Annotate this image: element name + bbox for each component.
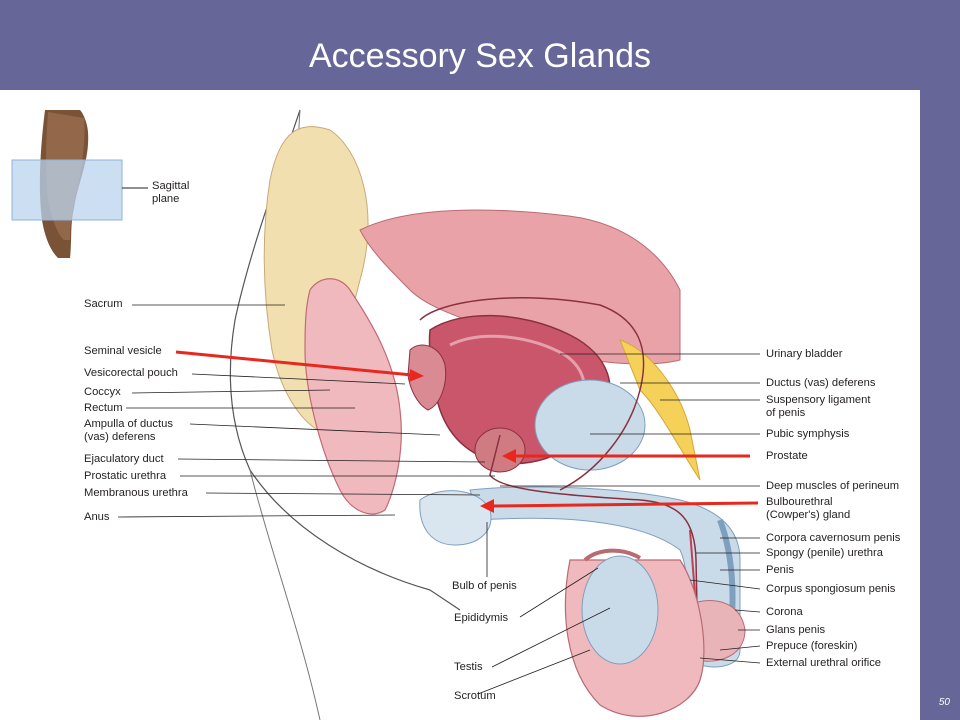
rectum-shape [304,278,402,515]
penis-shaft-shape [469,486,741,668]
label-external-urethral-orifice: External urethral orifice [766,657,882,669]
arrow-head-seminal-vesicle [409,369,424,382]
inset-label-line2: plane [152,193,180,205]
label-bulbourethral: Bulbourethral (Cowper's) gland [766,496,850,522]
label-vesicorectal-pouch: Vesicorectal pouch [84,367,178,379]
label-ampulla-line2: (vas) deferens [84,431,156,443]
label-pubic-symphysis: Pubic symphysis [766,428,850,440]
arrow-head-prostate [502,449,516,463]
bottom-leader-lines [477,567,611,695]
label-membranous-urethra: Membranous urethra [84,487,188,499]
label-prepuce: Prepuce (foreskin) [766,640,858,652]
label-corpora-cavernosum: Corpora cavernosum penis [766,532,901,544]
label-urinary-bladder: Urinary bladder [766,348,843,360]
bulb-shape [419,490,492,546]
left-leader-lines [117,304,495,577]
label-deep-muscles: Deep muscles of perineum [766,480,900,492]
testis-shape [581,555,659,665]
label-scrotum: Scrotum [454,690,496,702]
label-spongy-urethra: Spongy (penile) urethra [766,547,883,559]
seminal-vesicle-shape [407,344,447,411]
label-anus: Anus [84,511,110,523]
urethra-path [489,434,699,659]
label-corpus-spongiosum: Corpus spongiosum penis [766,583,896,595]
prostate-shape [474,427,526,473]
label-ductus-deferens: Ductus (vas) deferens [766,377,876,389]
slide-title: Accessory Sex Glands [308,37,652,75]
arrow-head-bulbourethral [480,499,494,513]
ductus-deferens-path [419,297,645,491]
sagittal-inset [11,110,148,258]
label-ejaculatory-duct: Ejaculatory duct [84,453,164,465]
label-seminal-vesicle: Seminal vesicle [84,345,162,357]
label-prostate: Prostate [766,450,808,462]
arrow-bulbourethral [493,501,759,508]
highlight-arrows [175,350,759,513]
label-glans-penis: Glans penis [766,624,826,636]
label-testis: Testis [454,661,483,673]
anatomy-illustration [11,109,761,720]
label-coccyx: Coccyx [84,386,121,398]
right-leader-lines [500,353,761,664]
label-penis: Penis [766,564,794,576]
label-bulb-of-penis: Bulb of penis [452,580,517,592]
label-ampulla-line1: Ampulla of ductus [84,418,173,430]
label-bulbourethral-line2: (Cowper's) gland [766,509,851,521]
inset-label-line1: Sagittal [152,180,190,192]
label-suspensory-line2: of penis [766,407,806,419]
label-bulbourethral-line1: Bulbourethral [766,496,833,508]
label-rectum: Rectum [84,402,123,414]
label-sacrum: Sacrum [84,298,123,310]
slide-number: 50 [938,697,950,708]
diagram-panel: Sagittal plane Sacrum Seminal vesicle Ve… [0,90,920,720]
inset-label: Sagittal plane [152,180,189,206]
label-suspensory-ligament: Suspensory ligament of penis [766,394,870,420]
label-prostatic-urethra: Prostatic urethra [84,470,167,482]
label-ampulla: Ampulla of ductus (vas) deferens [84,418,173,444]
arrow-seminal-vesicle [175,350,413,377]
label-corona: Corona [766,606,803,618]
label-suspensory-line1: Suspensory ligament [766,394,871,406]
label-epididymis: Epididymis [454,612,509,624]
